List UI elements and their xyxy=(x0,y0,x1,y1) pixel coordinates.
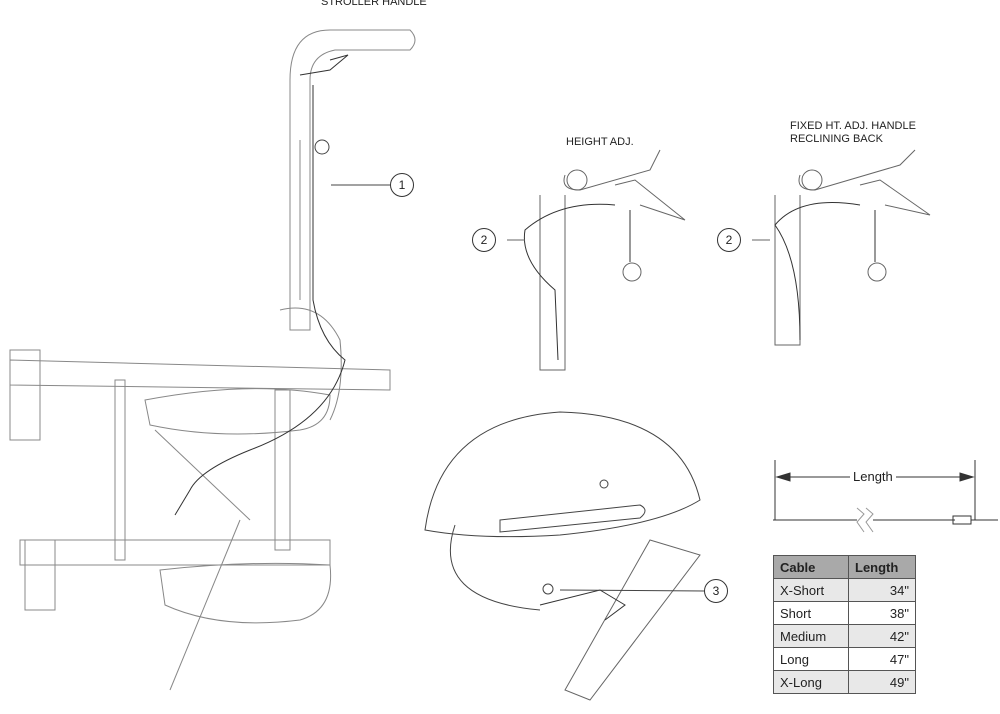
height-adj-label: HEIGHT ADJ. xyxy=(566,136,634,148)
cable-length: 49" xyxy=(848,670,916,694)
cable-name: Long xyxy=(773,647,849,671)
header-length: Length xyxy=(848,555,916,579)
callout-2-fixed-ht: 2 xyxy=(717,228,741,252)
cable-name: X-Long xyxy=(773,670,849,694)
cable-name: X-Short xyxy=(773,578,849,602)
cable-length: 38" xyxy=(848,601,916,625)
cable-length: 47" xyxy=(848,647,916,671)
cable-length: 42" xyxy=(848,624,916,648)
seat-detail-drawing xyxy=(424,411,706,701)
callout-1: 1 xyxy=(390,173,414,197)
cable-length: 34" xyxy=(848,578,916,602)
cable-name: Short xyxy=(773,601,849,625)
table-header-row: Cable Length xyxy=(773,555,916,579)
header-cable: Cable xyxy=(773,555,849,579)
length-label: Length xyxy=(850,469,896,484)
fixed-ht-label-line2: RECLINING BACK xyxy=(790,133,883,145)
callout-2-height-adj: 2 xyxy=(472,228,496,252)
cable-1 xyxy=(174,85,346,516)
stroller-handle-label: STROLLER HANDLE xyxy=(321,0,427,8)
fixed-ht-label-line1: FIXED HT. ADJ. HANDLE xyxy=(790,120,916,132)
wheelchair-frame-drawing xyxy=(9,29,416,691)
height-adj-drawing xyxy=(507,149,686,371)
cable-name: Medium xyxy=(773,624,849,648)
callout-3: 3 xyxy=(704,579,728,603)
fixed-ht-drawing xyxy=(752,149,931,346)
